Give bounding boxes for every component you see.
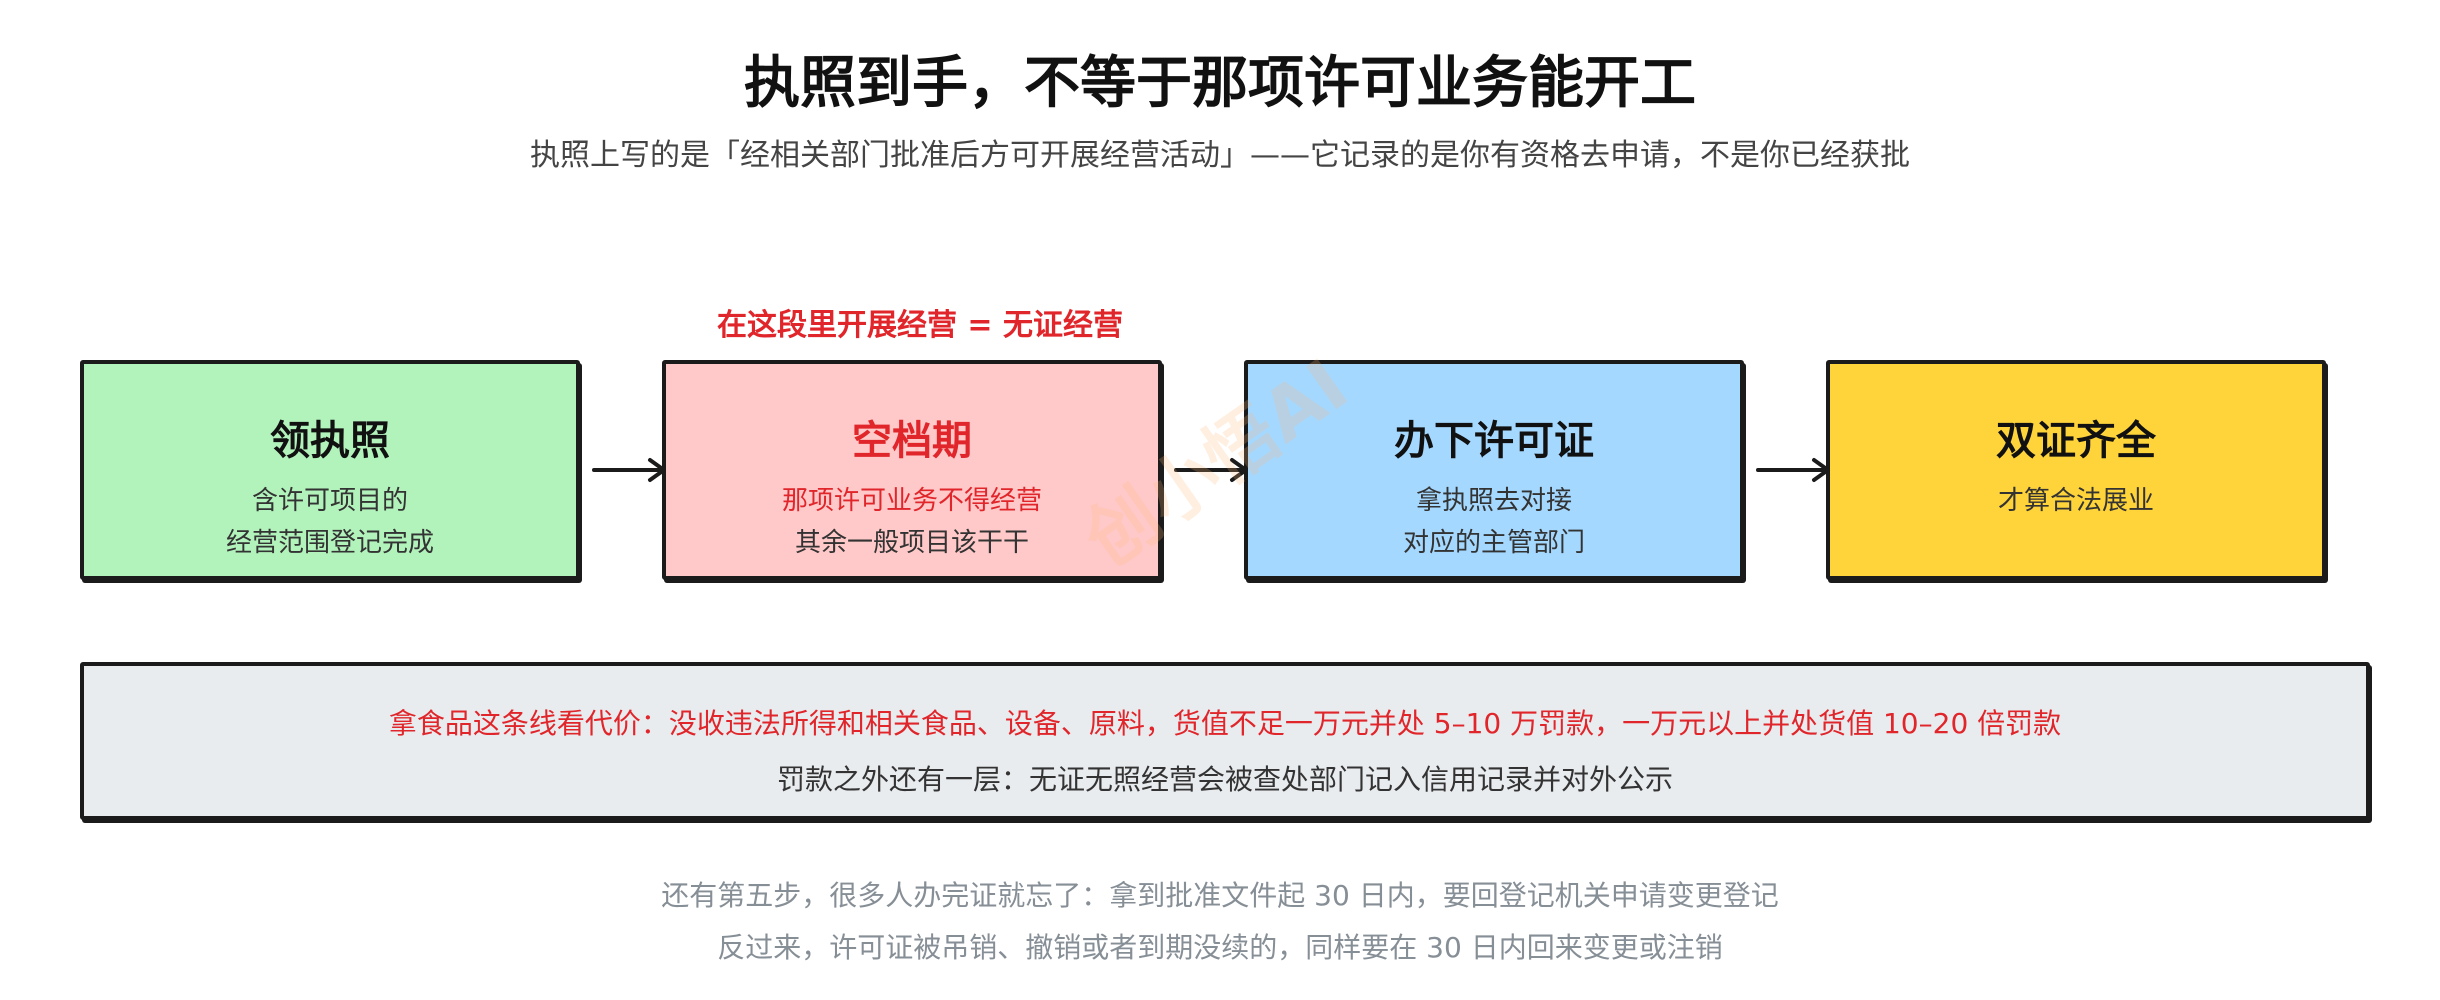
step-both-certificates: 双证齐全 才算合法展业 (1826, 360, 2326, 580)
step-line: 那项许可业务不得经营 (781, 486, 1042, 516)
arrow-right-icon (1756, 458, 1830, 482)
penalty-line-2: 罚款之外还有一层：无证无照经营会被查处部门记入信用记录并对外公示 (776, 763, 1673, 796)
page-title: 执照到手，不等于那项许可业务能开工 (744, 51, 1696, 116)
step-line: 拿执照去对接 (1415, 486, 1572, 516)
footer-note-2: 反过来，许可证被吊销、撤销或者到期没续的，同样要在 30 日内回来变更或注销 (717, 931, 1723, 964)
step-heading: 空档期 (852, 418, 972, 464)
step-get-permit: 办下许可证 拿执照去对接 对应的主管部门 (1244, 360, 1744, 580)
step-line: 含许可项目的 (251, 486, 408, 516)
footer-note-1: 还有第五步，很多人办完证就忘了：拿到批准文件起 30 日内，要回登记机关申请变更… (661, 879, 1779, 912)
page-subtitle: 执照上写的是「经相关部门批准后方可开展经营活动」——它记录的是你有资格去申请，不… (530, 138, 1910, 173)
step-gap-period: 空档期 那项许可业务不得经营 其余一般项目该干干 (662, 360, 1162, 580)
step-heading: 领执照 (270, 418, 390, 464)
step-line: 经营范围登记完成 (225, 528, 434, 558)
step-line: 对应的主管部门 (1402, 528, 1585, 558)
arrow-right-icon (592, 458, 666, 482)
gap-annotation: 在这段里开展经营 = 无证经营 (716, 308, 1124, 343)
step-heading: 双证齐全 (1996, 418, 2156, 464)
step-line: 才算合法展业 (1997, 486, 2154, 516)
step-line: 其余一般项目该干干 (794, 528, 1029, 558)
penalty-line-1: 拿食品这条线看代价：没收违法所得和相关食品、设备、原料，货值不足一万元并处 5–… (388, 707, 2062, 740)
penalty-panel: 拿食品这条线看代价：没收违法所得和相关食品、设备、原料，货值不足一万元并处 5–… (80, 662, 2370, 820)
step-get-license: 领执照 含许可项目的 经营范围登记完成 (80, 360, 580, 580)
step-heading: 办下许可证 (1394, 418, 1594, 464)
